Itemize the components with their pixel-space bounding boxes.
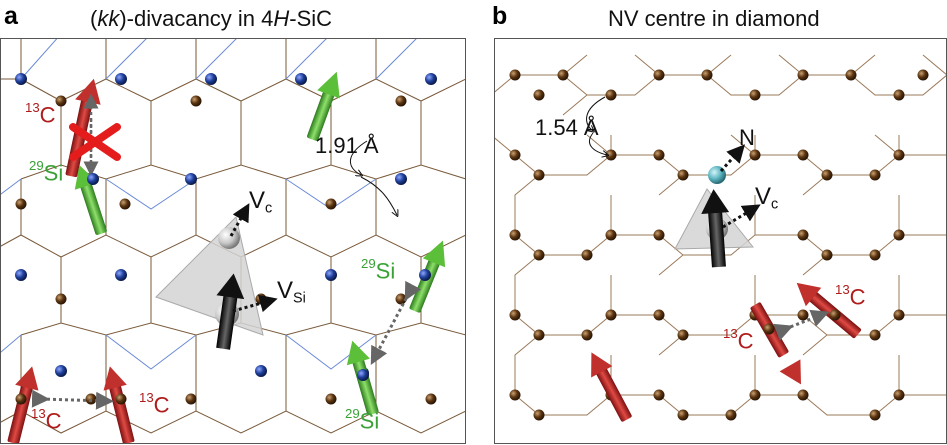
nitrogen-label: N xyxy=(739,125,755,150)
nv-c13-spin-mid xyxy=(750,302,801,385)
panel-a: a (kk)-divacancy in 4H-SiC xyxy=(0,0,470,445)
panel-b-title: NV centre in diamond xyxy=(608,6,820,31)
diamond-lattice-frame: 1.54 Å N Vc 13C 13C xyxy=(494,38,947,444)
si29-label-right: 29Si xyxy=(361,256,396,284)
nv-c13-spin-right xyxy=(796,282,862,339)
carbon-atoms xyxy=(15,95,437,405)
vc-direction-arrow xyxy=(229,203,250,237)
si29-spin-left xyxy=(74,165,107,235)
c13-label-bottom-mid: 13C xyxy=(139,390,170,418)
sic-lattice-frame: 13C 29Si 1.91 Å Vc VSi 29Si 29Si 13C 13C xyxy=(0,38,466,444)
title-kk: kk xyxy=(97,6,120,31)
nv-electron-spin-arrow xyxy=(701,189,730,268)
panel-letter-b: b xyxy=(492,2,508,30)
nv-c13-coupling-arrow xyxy=(773,309,830,341)
distance-label-b: 1.54 Å xyxy=(535,115,599,140)
n-direction-arrow xyxy=(719,144,746,173)
distance-arrow-b xyxy=(586,96,606,131)
vsi-direction-arrow xyxy=(232,294,278,313)
c13-spin-bottom-left xyxy=(7,366,39,443)
diamond-lattice-svg xyxy=(495,54,946,422)
sic-bonds-blue xyxy=(1,39,417,370)
electron-spin-arrow xyxy=(216,273,245,350)
c13-label-top: 13C xyxy=(25,100,56,128)
vacancy-si-label: VSi xyxy=(277,277,306,307)
vacancy-c-sphere xyxy=(218,227,240,249)
distance-label-a: 1.91 Å xyxy=(315,133,379,158)
nv-c13-label-right: 13C xyxy=(835,282,866,310)
panel-letter-a: a xyxy=(4,2,18,30)
nv-vacancy-label: Vc xyxy=(755,183,779,213)
title-end: -SiC xyxy=(289,6,333,31)
panel-a-title: (kk)-divacancy in 4H-SiC xyxy=(90,6,332,32)
nitrogen-atom xyxy=(708,166,726,184)
panel-b: b NV centre in diamond xyxy=(484,0,947,445)
c13-coupling-arrow xyxy=(31,389,114,410)
diamond-carbon-atoms xyxy=(509,69,929,421)
si29-coupling-arrow xyxy=(370,280,422,365)
title-mid: )-divacancy in 4 xyxy=(119,6,274,31)
nv-c13-spin-bottom xyxy=(591,352,632,422)
flip-forbidden-x xyxy=(69,93,121,177)
si29-label-bottom: 29Si xyxy=(345,406,380,434)
title-open-paren: ( xyxy=(90,6,98,31)
vacancy-triangle xyxy=(155,216,264,336)
nv-c13-label-mid: 13C xyxy=(723,326,754,354)
c13-label-bottom-left: 13C xyxy=(31,406,62,434)
si29-label-left: 29Si xyxy=(29,158,64,186)
si29-spin-top xyxy=(307,71,340,141)
distance-arrow-a xyxy=(350,140,368,175)
si29-spin-right xyxy=(409,240,446,313)
title-h: H xyxy=(273,6,290,31)
sic-lattice-svg xyxy=(1,39,465,443)
c13-spin-bottom-mid xyxy=(103,366,135,443)
vacancy-c-label: Vc xyxy=(249,187,273,217)
si29-spin-bottom xyxy=(346,340,379,416)
